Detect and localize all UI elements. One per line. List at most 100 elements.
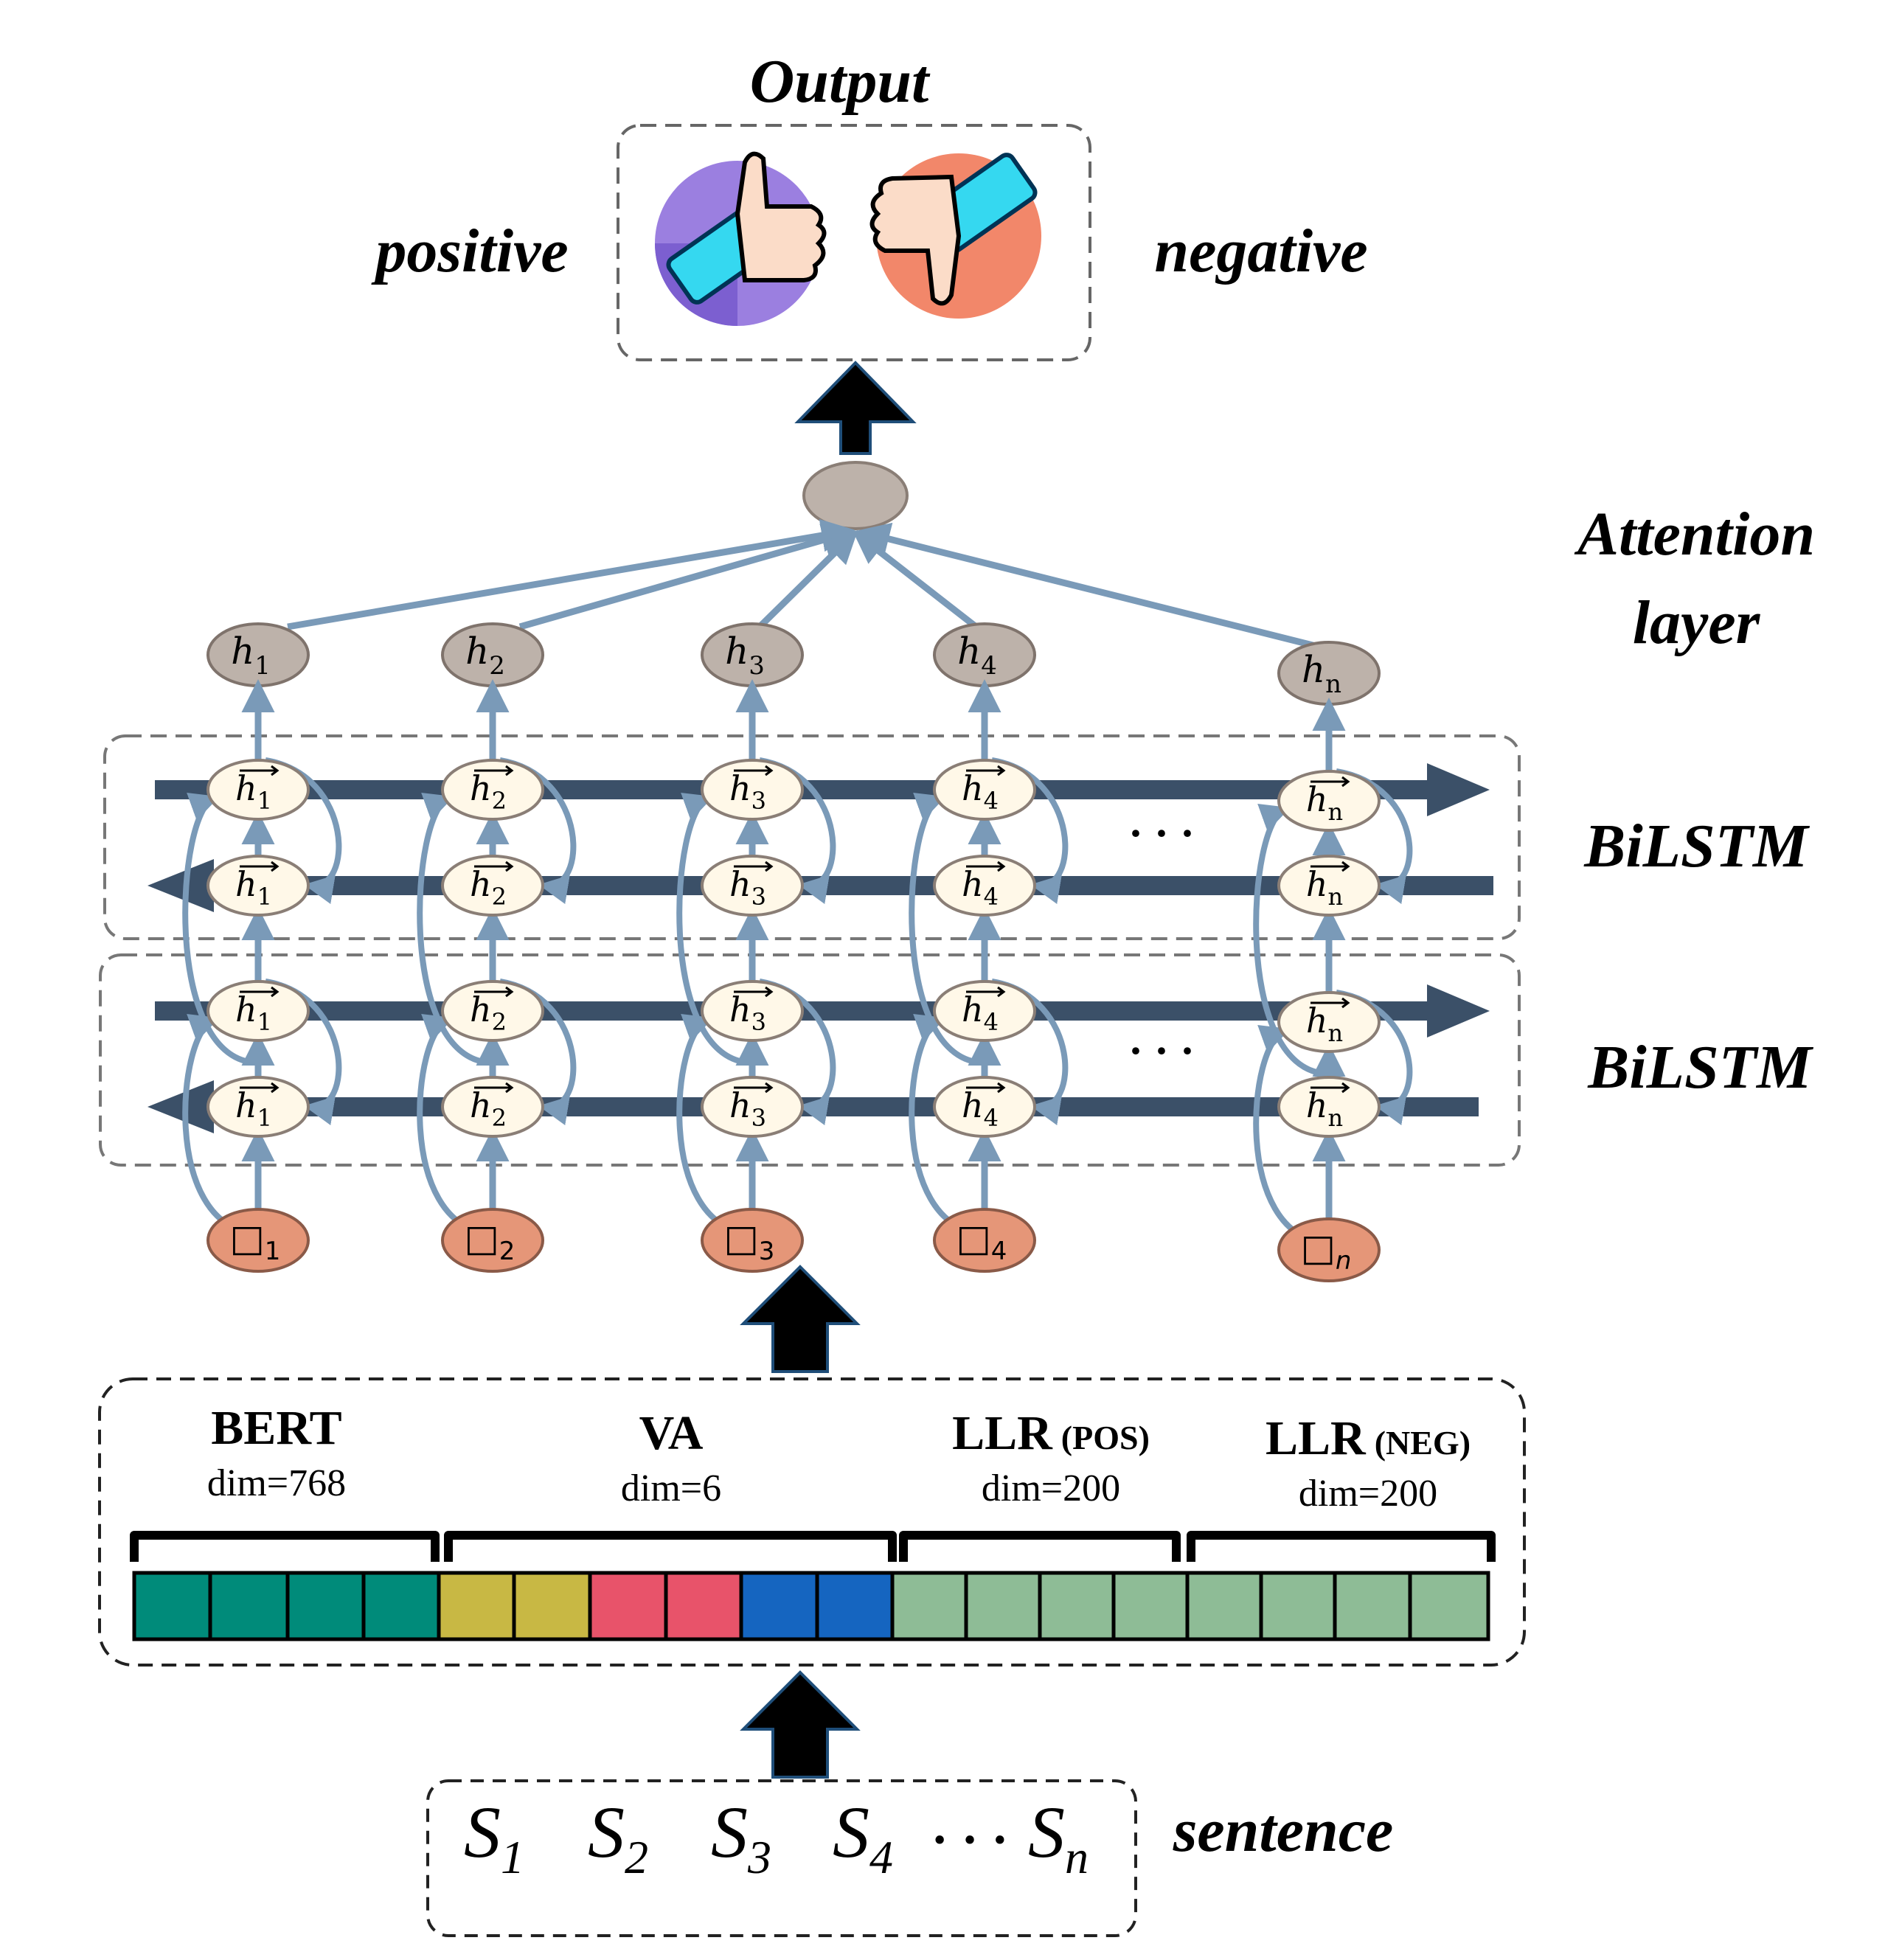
thumbs-down-icon (869, 153, 1041, 319)
svg-text:h4: h4 (962, 990, 999, 1036)
feature-vector (132, 1571, 1490, 1641)
feature-cell (1259, 1571, 1337, 1641)
sentence-tokens: S1 S2 S3 S4 · · · Sn (464, 1791, 1089, 1883)
feature-cell (1111, 1571, 1190, 1641)
attention-label-line1: Attention (1574, 500, 1815, 569)
svg-text:hn: hn (1306, 779, 1343, 826)
svg-text:hn: hn (1306, 1001, 1343, 1047)
feature-cell (1185, 1571, 1263, 1641)
thumbs-up-icon (655, 151, 827, 326)
svg-text:□n: □n (1301, 1226, 1352, 1276)
skip-connection (676, 793, 749, 1066)
sentence-token: S4 (833, 1791, 893, 1883)
brace-llr-neg (1187, 1531, 1496, 1562)
svg-text:h2: h2 (465, 630, 505, 681)
lstm-cell: hn (1277, 991, 1381, 1053)
forward-arrowhead-upper (1427, 763, 1490, 816)
lstm-cell: h4 (933, 1076, 1036, 1138)
feature-name-llr-neg: LLR(NEG) (1266, 1411, 1471, 1465)
hidden-node: h4 (933, 622, 1036, 687)
feature-dim-va: dim=6 (621, 1467, 721, 1509)
lstm-cell: h3 (701, 759, 804, 821)
lstm-cell: h2 (441, 980, 544, 1042)
svg-text:□3: □3 (724, 1217, 775, 1266)
svg-text:□1: □1 (230, 1217, 281, 1266)
lstm-cell: h3 (701, 1076, 804, 1138)
feature-dim-llr-pos: dim=200 (982, 1467, 1120, 1509)
svg-text:h4: h4 (962, 864, 999, 911)
feature-cell (815, 1571, 895, 1641)
hidden-node: h3 (701, 622, 804, 687)
svg-text:h1: h1 (235, 768, 272, 815)
lstm-column: h4 h4 h4 h4 (909, 679, 1069, 1236)
svg-text:□2: □2 (465, 1217, 515, 1266)
feature-cell (285, 1571, 366, 1641)
lstm-columns: h1 h1 h1 h1 h2 h2 h2 h2 h3 h3 h3 h3 h4 h4 h4 h4 hn hn hn hn (182, 679, 1413, 1245)
hidden-node: h1 (206, 622, 310, 687)
up-arrow-sentence-to-features (740, 1670, 861, 1779)
lstm-column: h3 h3 h3 h3 (676, 679, 836, 1236)
lstm-column: hn hn hn hn (1253, 698, 1413, 1245)
feature-name-bert: BERT (211, 1401, 341, 1455)
feature-name-va: VA (639, 1406, 704, 1460)
skip-connection (182, 793, 255, 1066)
lstm-cell: h2 (441, 855, 544, 917)
svg-text:h1: h1 (235, 864, 272, 911)
input-layer: □1 □2 □3 □4 □n (206, 1208, 1381, 1282)
forward-arrowhead-lower (1427, 984, 1490, 1038)
svg-text:hn: hn (1306, 864, 1343, 911)
svg-text:h3: h3 (729, 768, 766, 815)
bilstm-lower-box (99, 953, 1521, 1167)
svg-text:□4: □4 (957, 1217, 1007, 1266)
bilstm-lower-label: BiLSTM (1587, 1033, 1814, 1102)
svg-text:h2: h2 (470, 864, 507, 911)
backward-arrowhead-upper (147, 859, 214, 912)
backward-track-lower (203, 1097, 1479, 1116)
positive-label: positive (371, 217, 568, 285)
svg-text:h2: h2 (470, 1085, 507, 1132)
brace-llr-pos (899, 1531, 1181, 1562)
feature-cell (739, 1571, 819, 1641)
sentence-ellipsis: · · · (931, 1812, 1008, 1869)
lstm-cell: h2 (441, 759, 544, 821)
up-arrow-to-output (794, 361, 917, 455)
svg-text:h4: h4 (962, 768, 999, 815)
feature-cell (132, 1571, 212, 1641)
svg-text:h3: h3 (729, 1085, 766, 1132)
hidden-layer: h1 h2 h3 h4 hn (206, 622, 1381, 706)
hidden-node: hn (1277, 641, 1381, 706)
brace-bert (130, 1531, 440, 1562)
feature-cell (588, 1571, 668, 1641)
lstm-column: h1 h1 h1 h1 (182, 679, 342, 1236)
sentence-token: Sn (1028, 1791, 1089, 1883)
sentence-box (426, 1779, 1137, 1937)
svg-text:h2: h2 (470, 768, 507, 815)
skip-connection (1253, 804, 1326, 1077)
svg-text:h1: h1 (235, 1085, 272, 1132)
brace-va (444, 1531, 897, 1562)
lstm-cell: h4 (933, 855, 1036, 917)
input-node: □n (1277, 1217, 1381, 1282)
feature-dim-bert: dim=768 (207, 1462, 346, 1504)
ellipsis-lower: · · · (1128, 1026, 1195, 1075)
svg-text:h3: h3 (725, 630, 765, 681)
feature-name-llr-pos: LLR(POS) (952, 1406, 1150, 1460)
feature-cell (361, 1571, 441, 1641)
feature-dim-llr-neg: dim=200 (1299, 1473, 1437, 1515)
lstm-cell: h3 (701, 855, 804, 917)
feature-headers: BERT dim=768 VA dim=6 LLR(POS) dim=200 L… (207, 1401, 1471, 1515)
lstm-cell: hn (1277, 770, 1381, 832)
feature-cell (890, 1571, 968, 1641)
feature-braces (130, 1531, 1496, 1562)
output-title: Output (750, 47, 931, 116)
svg-text:h3: h3 (729, 990, 766, 1036)
sentence-token: S3 (711, 1791, 771, 1883)
lstm-cell: h4 (933, 759, 1036, 821)
lstm-cell: h1 (206, 980, 310, 1042)
lstm-cell: hn (1277, 1076, 1381, 1138)
bilstm-upper-box (103, 734, 1521, 940)
lstm-column: h2 h2 h2 h2 (417, 679, 577, 1236)
attention-edges (287, 518, 1329, 653)
svg-text:h4: h4 (962, 1085, 999, 1132)
